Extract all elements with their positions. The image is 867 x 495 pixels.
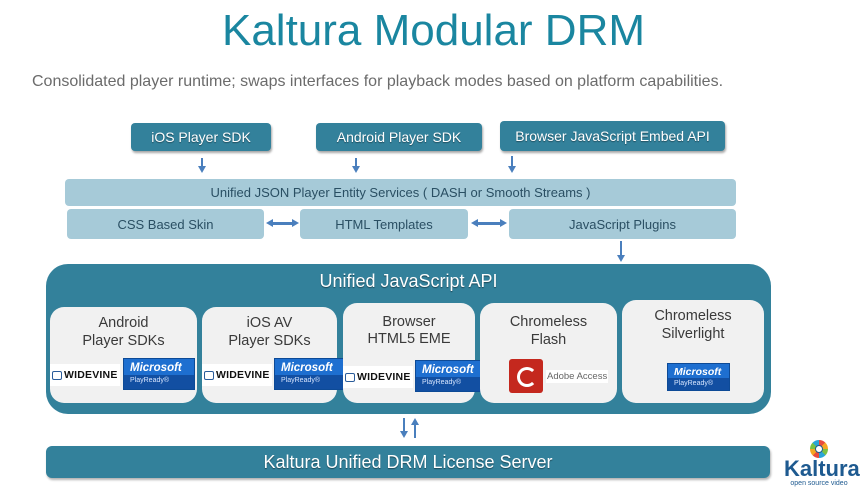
js-plugins-label: JavaScript Plugins: [569, 216, 676, 232]
browser-js-embed-api-label: Browser JavaScript Embed API: [515, 128, 710, 144]
chromeless-flash-card: Chromeless Flash Adobe Access: [480, 303, 617, 403]
kaltura-logo-text: Kaltura: [784, 456, 860, 481]
down-arrow-icon: [198, 158, 206, 173]
css-skin-box: CSS Based Skin: [67, 209, 264, 239]
ios-player-sdk-label: iOS Player SDK: [151, 129, 251, 145]
widevine-badge: WIDEVINE: [50, 364, 120, 386]
android-player-sdk-box: Android Player SDK: [316, 123, 482, 151]
card-title-line1: Android: [98, 315, 149, 331]
kaltura-logo-tagline: open source video: [790, 480, 848, 487]
ios-av-player-sdks-card: iOS AV Player SDKs WIDEVINE Microsoft Pl…: [202, 307, 346, 403]
double-arrow-icon: [266, 218, 299, 228]
unified-js-api-title: Unified JavaScript API: [319, 271, 498, 291]
android-player-sdks-card: Android Player SDKs WIDEVINE Microsoft P…: [50, 307, 197, 403]
card-title-line1: Browser: [382, 314, 436, 330]
microsoft-playready-badge: Microsoft PlayReady®: [123, 358, 195, 390]
css-skin-label: CSS Based Skin: [117, 216, 214, 232]
page-title: Kaltura Modular DRM: [221, 6, 646, 55]
page-subtitle: Consolidated player runtime; swaps inter…: [32, 73, 724, 90]
json-entity-services-box: Unified JSON Player Entity Services ( DA…: [65, 179, 736, 206]
kaltura-logo: Kaltura open source video: [784, 440, 860, 492]
card-title-line2: HTML5 EME: [367, 331, 451, 347]
microsoft-playready-badge: Microsoft PlayReady®: [274, 358, 346, 390]
card-title-line1: Chromeless: [654, 308, 732, 324]
widevine-badge: WIDEVINE: [202, 364, 272, 386]
chromeless-silverlight-card: Chromeless Silverlight Microsoft PlayRea…: [622, 300, 764, 403]
double-arrow-icon: [471, 218, 507, 228]
down-arrow-icon: [617, 241, 625, 262]
adobe-access-badge: Adobe Access: [509, 359, 609, 393]
license-server-label: Kaltura Unified DRM License Server: [263, 451, 553, 472]
html-templates-label: HTML Templates: [335, 216, 433, 232]
card-title-line1: iOS AV: [246, 315, 293, 331]
card-title-line2: Player SDKs: [82, 333, 165, 349]
android-player-sdk-label: Android Player SDK: [336, 129, 462, 145]
json-entity-services-label: Unified JSON Player Entity Services ( DA…: [210, 185, 591, 200]
widevine-icon: [52, 370, 62, 380]
card-title-line2: Player SDKs: [228, 333, 311, 349]
browser-html5-eme-card: Browser HTML5 EME WIDEVINE Microsoft Pla…: [343, 303, 487, 403]
card-title-line2: Flash: [530, 332, 567, 348]
ios-player-sdk-box: iOS Player SDK: [131, 123, 271, 151]
microsoft-playready-badge: Microsoft PlayReady®: [667, 363, 730, 391]
microsoft-playready-badge: Microsoft PlayReady®: [415, 360, 487, 392]
license-server-box: Kaltura Unified DRM License Server: [46, 446, 770, 478]
html-templates-box: HTML Templates: [300, 209, 468, 239]
kaltura-sunburst-icon: [810, 440, 828, 458]
up-arrow-icon: [411, 418, 419, 438]
browser-js-embed-api-box: Browser JavaScript Embed API: [500, 121, 725, 151]
down-arrow-icon: [400, 418, 408, 438]
card-title-line2: Silverlight: [661, 326, 725, 342]
widevine-icon: [345, 372, 355, 382]
widevine-badge: WIDEVINE: [343, 366, 413, 388]
adobe-access-icon: [509, 359, 543, 393]
card-title-line1: Chromeless: [509, 314, 588, 330]
down-arrow-icon: [508, 156, 516, 173]
widevine-icon: [204, 370, 214, 380]
down-arrow-icon: [352, 158, 360, 173]
js-plugins-box: JavaScript Plugins: [509, 209, 736, 239]
